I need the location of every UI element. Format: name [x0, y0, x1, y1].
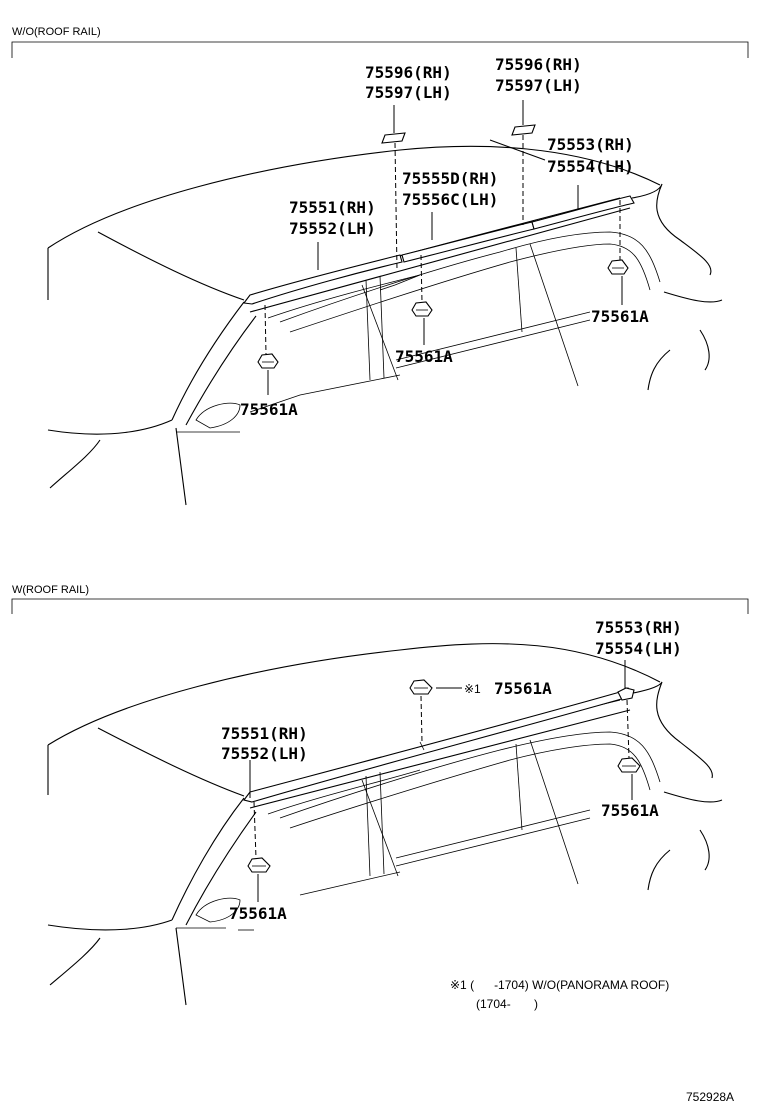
clip-rear-top [607, 259, 629, 275]
clip-center-top [411, 301, 433, 317]
clip-front-top [257, 353, 279, 369]
label-pad-a-lh: 75597(LH) [365, 83, 452, 102]
end-pad-a-top [381, 132, 406, 144]
label-center-lh: 75556C(LH) [402, 190, 498, 209]
label-pad-b-lh: 75597(LH) [495, 76, 582, 95]
diagram-code: 752928A [686, 1090, 734, 1104]
section-bottom: W(ROOF RAIL) [11, 584, 749, 1011]
label-bottom-rear-lh: 75554(LH) [595, 639, 682, 658]
label-center-rh: 75555D(RH) [402, 169, 498, 188]
section-bottom-bracket [11, 598, 749, 614]
label-bottom-front-lh: 75552(LH) [221, 744, 308, 763]
label-pad-b-rh: 75596(RH) [495, 55, 582, 74]
section-bottom-title: W(ROOF RAIL) [12, 584, 89, 596]
label-clip-front: 75561A [240, 400, 298, 419]
clip-top-bottom [409, 679, 433, 695]
clip-rear-bottom [617, 757, 641, 773]
footnote-line-2: (1704- ) [476, 997, 538, 1011]
label-bottom-clip-top: 75561A [494, 679, 552, 698]
center-moulding-top [401, 221, 535, 263]
car-body-top [47, 145, 723, 506]
label-front-rh: 75551(RH) [289, 198, 376, 217]
end-pad-b-top [511, 124, 536, 136]
footnote-line-1: ※1 ( -1704) W/O(PANORAMA ROOF) [450, 978, 669, 992]
clip-front-bottom [247, 857, 271, 873]
section-top-title: W/O(ROOF RAIL) [12, 26, 101, 38]
label-pad-a-rh: 75596(RH) [365, 63, 452, 82]
rear-moulding-top [531, 195, 635, 230]
label-rear-rh: 75553(RH) [547, 135, 634, 154]
label-clip-rear: 75561A [591, 307, 649, 326]
label-bottom-clip-front: 75561A [229, 904, 287, 923]
section-top-bracket [11, 41, 749, 58]
label-clip-center: 75561A [395, 347, 453, 366]
front-moulding-top [242, 254, 403, 305]
label-bottom-clip-top-mark: ※1 [464, 682, 481, 696]
label-front-lh: 75552(LH) [289, 219, 376, 238]
label-rear-lh: 75554(LH) [547, 157, 634, 176]
label-bottom-front-rh: 75551(RH) [221, 724, 308, 743]
label-bottom-clip-rear: 75561A [601, 801, 659, 820]
rear-cap-bottom [617, 687, 635, 701]
label-bottom-rear-rh: 75553(RH) [595, 618, 682, 637]
section-top: W/O(ROOF RAIL) [11, 26, 749, 506]
